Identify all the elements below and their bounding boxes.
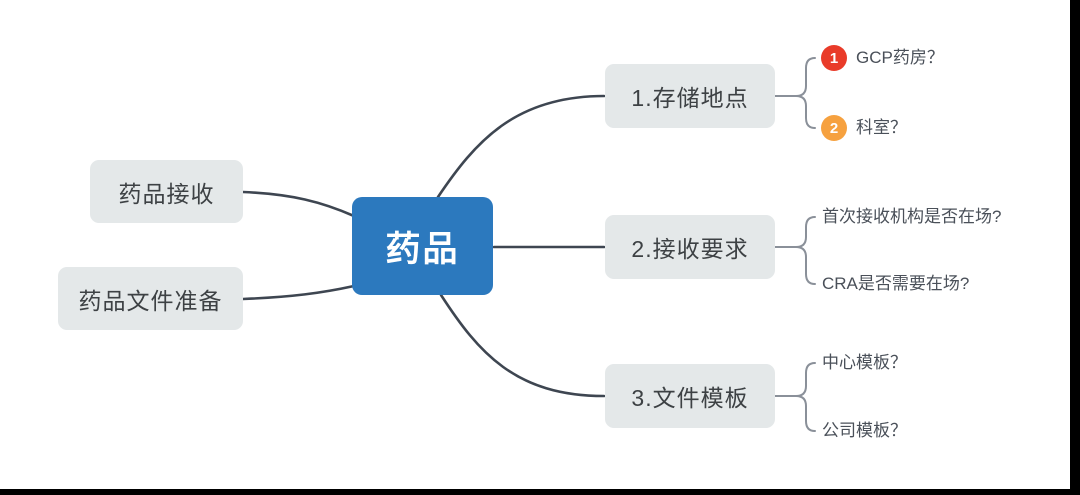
leaf-gcp-pharmacy-label: GCP药房？ (856, 48, 944, 67)
right-node-storage-location[interactable]: 1.存储地点 (605, 64, 775, 128)
right-node-storage-label: 1.存储地点 (631, 85, 749, 111)
leaf-first-receive-onsite[interactable]: 首次接收机构是否在场? (822, 206, 1001, 228)
leaf-center-template-label: 中心模板？ (822, 353, 907, 372)
leaf-company-template[interactable]: 公司模板？ (822, 420, 907, 442)
screenshot-right-border (1070, 0, 1080, 495)
brace-requirements (774, 216, 816, 285)
leaf-cra-onsite-label: CRA是否需要在场? (822, 274, 970, 293)
leaf-first-receive-onsite-label: 首次接收机构是否在场? (822, 207, 1002, 226)
screenshot-bottom-border (0, 489, 1080, 495)
leaf-department-label: 科室？ (856, 118, 907, 137)
right-node-templates-label: 3.文件模板 (631, 385, 749, 411)
right-node-file-templates[interactable]: 3.文件模板 (605, 364, 775, 428)
numbered-badge-1-icon: 1 (821, 45, 847, 71)
left-node-drug-receive[interactable]: 药品接收 (90, 160, 243, 223)
edge-left1-root (241, 190, 356, 218)
root-node-drug[interactable]: 药品 (352, 197, 493, 295)
left-node-drug-receive-label: 药品接收 (118, 180, 215, 207)
brace-storage (774, 57, 816, 129)
leaf-cra-onsite[interactable]: CRA是否需要在场? (822, 273, 969, 295)
leaf-gcp-pharmacy[interactable]: 1 GCP药房？ (821, 44, 944, 72)
leaf-center-template[interactable]: 中心模板？ (822, 352, 907, 374)
leaf-company-template-label: 公司模板？ (822, 421, 907, 440)
edge-left2-root (241, 284, 356, 301)
brace-templates (774, 362, 816, 432)
leaf-department[interactable]: 2 科室？ (821, 114, 907, 142)
left-node-drug-docs[interactable]: 药品文件准备 (58, 267, 243, 330)
right-node-receive-requirements[interactable]: 2.接收要求 (605, 215, 775, 279)
numbered-badge-2-icon: 2 (821, 115, 847, 141)
edge-root-storage (436, 94, 606, 199)
root-node-label: 药品 (385, 229, 460, 269)
edge-root-templates (439, 293, 606, 398)
right-node-requirements-label: 2.接收要求 (631, 236, 749, 262)
left-node-drug-docs-label: 药品文件准备 (78, 287, 223, 314)
